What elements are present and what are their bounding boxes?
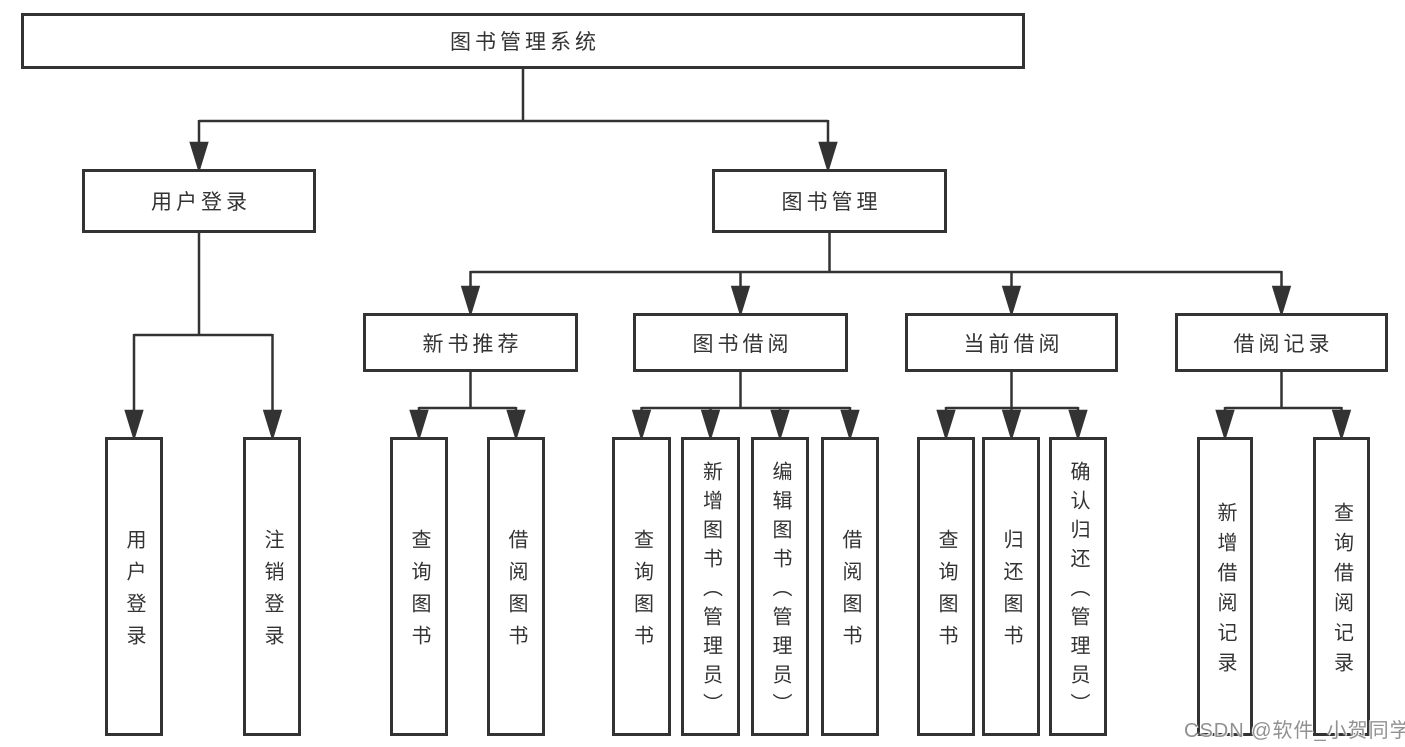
arrowhead-icon (506, 409, 526, 442)
arrowhead-icon (409, 409, 429, 442)
node-label: 注销登录 (261, 528, 283, 657)
arrowhead-icon (700, 409, 721, 442)
node-book-borrow: 图书借阅 (633, 313, 848, 372)
node-user-login: 用户登录 (82, 169, 316, 233)
arrowhead-icon (770, 409, 790, 442)
node-label: 借阅记录 (1233, 332, 1334, 356)
arrowhead-icon (189, 141, 209, 174)
node-label: 用户登录 (123, 528, 145, 657)
node-current-borrow: 当前借阅 (905, 313, 1118, 372)
node-label: 查询图书 (408, 528, 430, 657)
leaf-add-borrow-record: 新增借阅记录 (1197, 437, 1253, 736)
node-root-system: 图书管理系统 (21, 13, 1025, 69)
node-label: 归还图书 (1000, 528, 1022, 657)
node-book-management: 图书管理 (712, 169, 947, 233)
arrowhead-icon (936, 409, 956, 442)
node-label: 新书推荐 (422, 332, 523, 356)
node-label: 查询图书 (630, 528, 653, 657)
csdn-watermark: CSDN @软件_小贺同学 (1184, 720, 1405, 742)
arrowhead-icon (1215, 409, 1235, 442)
leaf-user-login: 用户登录 (105, 437, 163, 736)
arrowhead-icon (1068, 409, 1088, 442)
leaf-return-books: 归还图书 (982, 437, 1040, 736)
leaf-query-books-2: 查询图书 (612, 437, 671, 736)
arrowhead-icon (124, 409, 144, 442)
node-label: 新增借阅记录 (1214, 501, 1236, 682)
node-label: 新增图书（管理员） (699, 460, 722, 722)
leaf-logout: 注销登录 (243, 437, 301, 736)
leaf-confirm-return-admin: 确认归还（管理员） (1049, 437, 1107, 736)
connector-book-borrow (631, 372, 860, 442)
leaf-borrow-books-1: 借阅图书 (487, 437, 545, 736)
connector-new-book (409, 372, 526, 442)
arrowhead-icon (818, 141, 838, 174)
node-label: 图书借阅 (692, 332, 793, 356)
node-borrow-record: 借阅记录 (1175, 313, 1388, 372)
arrowhead-icon (730, 285, 751, 318)
node-label: 图书管理系统 (450, 31, 600, 54)
arrowhead-icon (1271, 285, 1292, 318)
leaf-edit-books-admin: 编辑图书（管理员） (751, 437, 809, 736)
node-label: 查询借阅记录 (1330, 501, 1353, 682)
connector-borrow-record (1215, 372, 1352, 442)
leaf-query-books-1: 查询图书 (390, 437, 448, 736)
connector-user-login (124, 233, 283, 442)
node-label: 当前借阅 (963, 332, 1064, 356)
node-label: 借阅图书 (839, 528, 861, 657)
arrowhead-icon (631, 409, 652, 442)
node-label: 图书管理 (781, 191, 882, 214)
connector-root (189, 69, 838, 174)
node-label: 借阅图书 (505, 528, 527, 657)
arrowhead-icon (1001, 285, 1022, 318)
leaf-query-borrow-record: 查询借阅记录 (1313, 437, 1370, 736)
node-label: 查询图书 (935, 528, 957, 657)
arrowhead-icon (460, 285, 481, 318)
arrowhead-icon (840, 409, 860, 442)
connector-current-borrow (936, 372, 1088, 442)
arrowhead-icon (262, 409, 283, 442)
arrowhead-icon (1331, 409, 1352, 442)
leaf-query-books-3: 查询图书 (917, 437, 975, 736)
node-label: 编辑图书（管理员） (769, 460, 791, 722)
node-new-book-recommend: 新书推荐 (363, 313, 578, 372)
leaf-add-books-admin: 新增图书（管理员） (681, 437, 740, 736)
node-label: 确认归还（管理员） (1067, 460, 1089, 722)
node-label: 用户登录 (151, 191, 251, 214)
leaf-borrow-books-2: 借阅图书 (821, 437, 879, 736)
arrowhead-icon (1001, 409, 1022, 442)
connector-book-management (460, 233, 1292, 318)
